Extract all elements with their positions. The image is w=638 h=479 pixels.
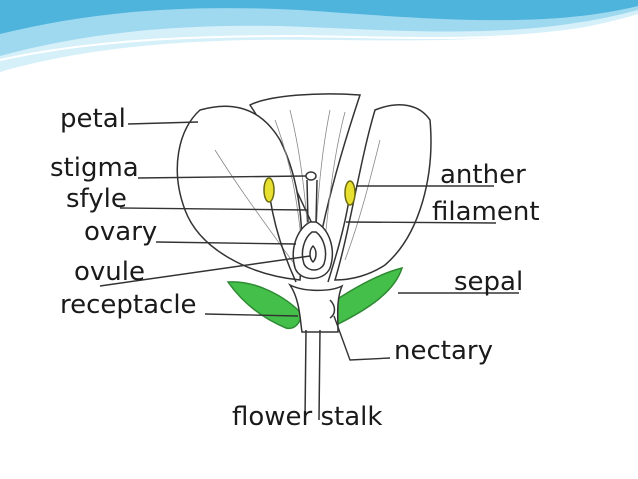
banner-line xyxy=(0,17,638,61)
label-ovule: ovule xyxy=(74,257,145,287)
top-banner xyxy=(0,0,638,72)
filament-right xyxy=(327,199,350,283)
labels: petal stigma sfyle ovary ovule receptacl… xyxy=(50,104,540,432)
banner-wave-dark xyxy=(0,0,638,34)
leader-ovary xyxy=(155,241,297,245)
nectary-shape xyxy=(329,299,336,319)
label-anther: anther xyxy=(440,160,526,190)
sepal-left xyxy=(226,281,303,330)
flower-stalk-shape xyxy=(304,329,321,421)
label-sepal: sepal xyxy=(454,267,523,297)
leader-nectary xyxy=(333,315,391,361)
anther-right xyxy=(344,180,356,206)
leader-style xyxy=(119,207,309,211)
label-filament: filament xyxy=(432,197,540,227)
stigma-shape xyxy=(305,171,317,181)
leader-filament xyxy=(345,221,497,224)
label-stigma: stigma xyxy=(50,153,139,183)
leader-ovule xyxy=(99,255,311,287)
label-flower-stalk: flower stalk xyxy=(232,402,382,432)
ovule-shape xyxy=(309,244,317,264)
receptacle-shape xyxy=(287,283,344,333)
label-ovary: ovary xyxy=(84,217,157,247)
leader-receptacle xyxy=(204,313,299,317)
filament-left xyxy=(269,197,297,283)
flower-illustration xyxy=(176,93,432,421)
style-shape xyxy=(306,179,318,223)
label-nectary: nectary xyxy=(394,336,493,366)
anther-left xyxy=(263,177,275,203)
leader-petal xyxy=(127,121,199,125)
label-style: sfyle xyxy=(66,184,127,214)
leader-stigma xyxy=(137,175,307,179)
leader-lines xyxy=(99,121,519,361)
label-petal: petal xyxy=(60,104,126,134)
label-receptacle: receptacle xyxy=(60,290,197,320)
petal-left xyxy=(176,105,303,281)
